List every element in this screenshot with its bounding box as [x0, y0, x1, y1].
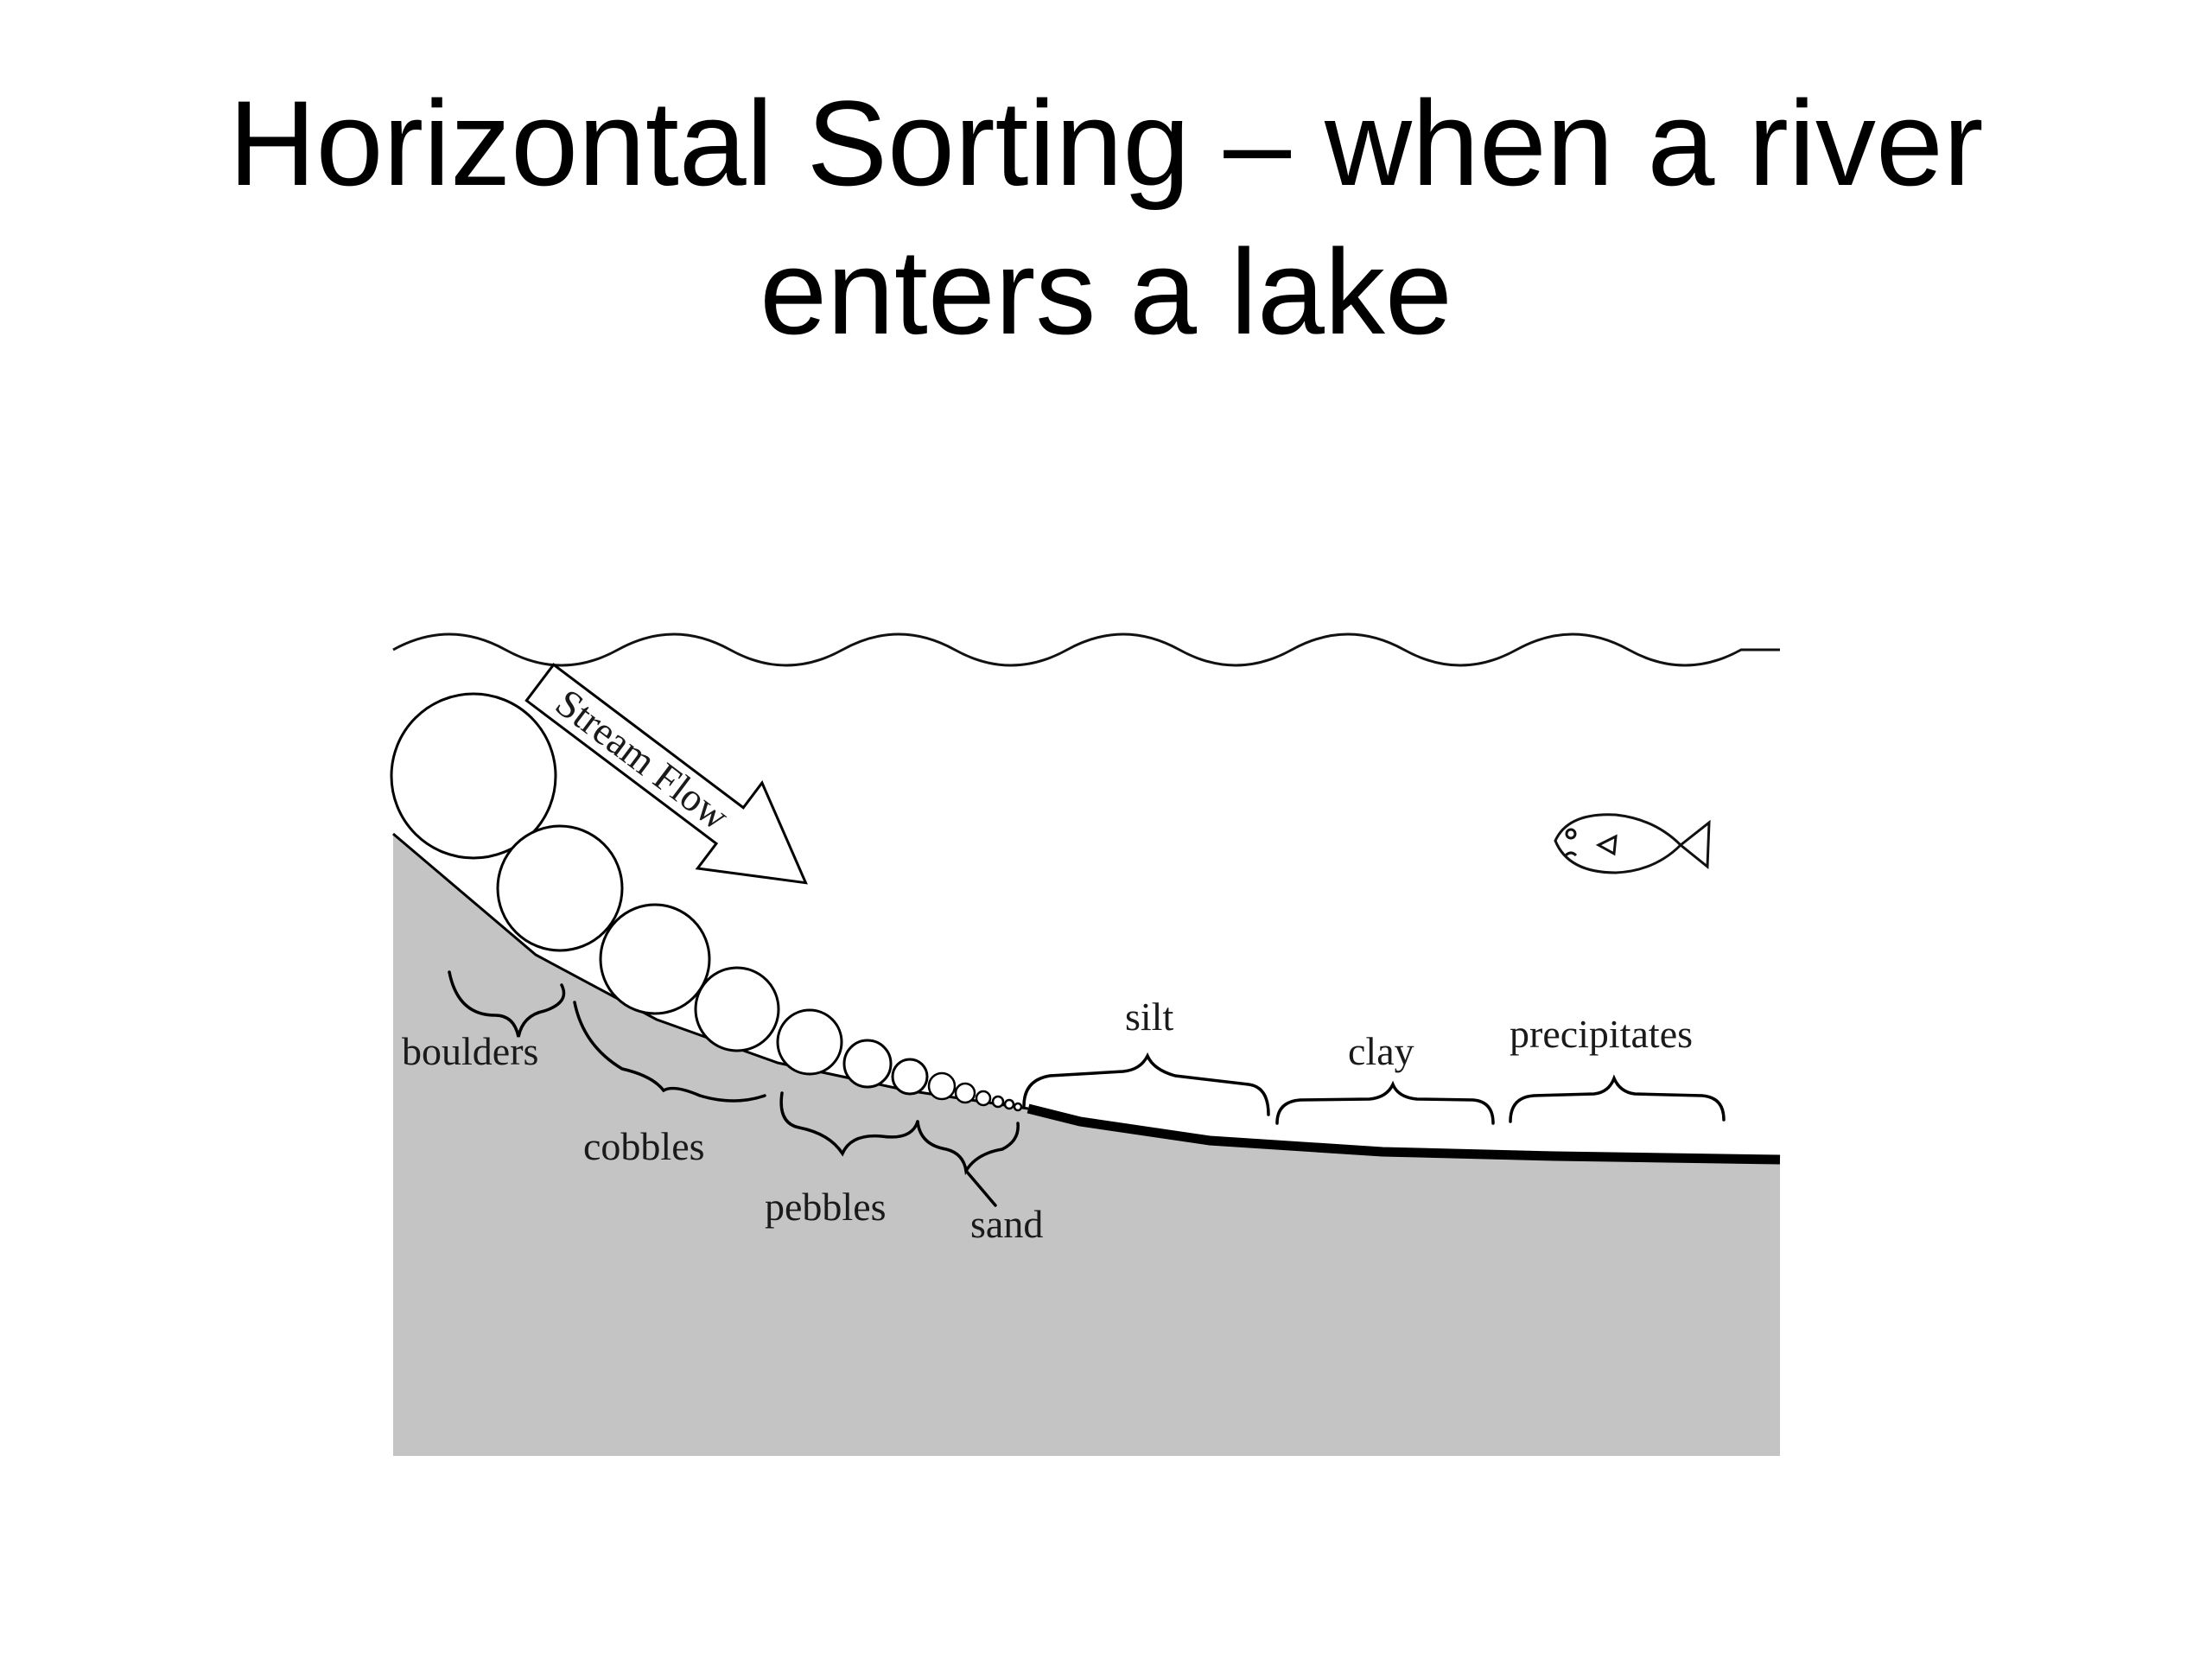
label-silt: silt [1125, 995, 1173, 1039]
boulder [496, 824, 624, 952]
clay-brace [1275, 1080, 1495, 1125]
water-surface-wave-icon [392, 632, 1780, 667]
title-line-1: Horizontal Sorting – when a river [228, 75, 1984, 211]
sand-grain [927, 1071, 957, 1101]
fine-sediment-layer [1027, 1103, 1781, 1165]
label-sand: sand [970, 1202, 1043, 1246]
sand-group [927, 1071, 1023, 1112]
fish-icon [1554, 813, 1711, 874]
title-line-2: enters a lake [760, 224, 1452, 359]
label-pebbles: pebbles [765, 1185, 887, 1229]
pebble [776, 1008, 843, 1076]
sand-grain [1003, 1098, 1015, 1110]
sand-grain [1013, 1102, 1023, 1112]
label-cobbles: cobbles [583, 1124, 705, 1168]
boulders-brace [448, 970, 566, 1038]
cobbles-brace [573, 1001, 766, 1103]
braces [448, 970, 1726, 1207]
sand-grain [991, 1095, 1005, 1109]
sand-grain [954, 1082, 976, 1104]
cobbles-group [599, 903, 780, 1052]
label-clay: clay [1348, 1029, 1414, 1073]
pebbles-brace [779, 1091, 919, 1157]
silt-brace [1022, 1052, 1270, 1116]
cobble [694, 966, 780, 1052]
label-precipitates: precipitates [1510, 1012, 1693, 1056]
label-boulders: boulders [402, 1029, 538, 1073]
pebbles-group [776, 1008, 929, 1096]
lakebed [393, 834, 1780, 1456]
pebble [891, 1058, 929, 1096]
boulder [390, 692, 557, 860]
cobble [599, 903, 711, 1015]
page-title: Horizontal Sorting – when a river enters… [0, 69, 2212, 366]
stream-flow-label: Stream Flow [548, 680, 738, 838]
sand-grain [975, 1090, 992, 1107]
sand-leader-line [964, 1169, 997, 1207]
boulders-group [390, 692, 624, 952]
pebble [842, 1039, 893, 1089]
precipitates-brace [1509, 1074, 1726, 1123]
